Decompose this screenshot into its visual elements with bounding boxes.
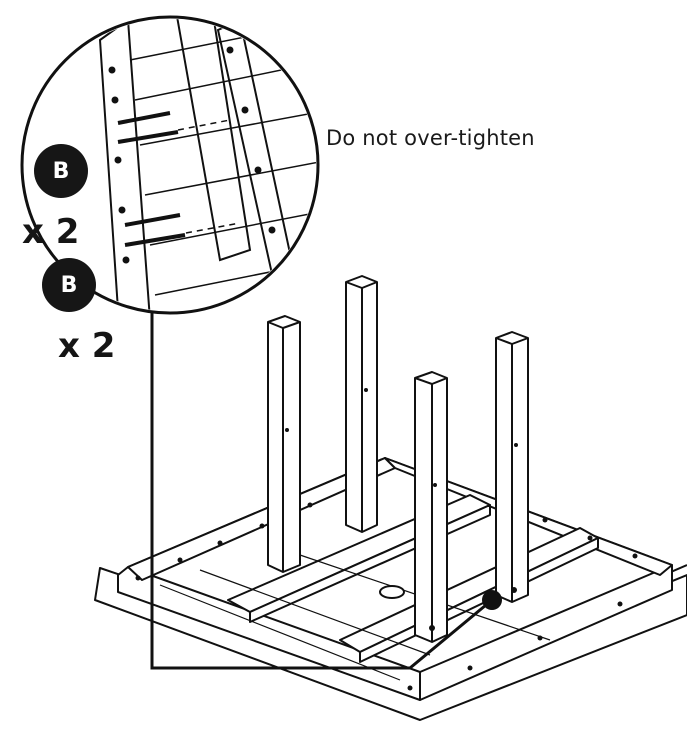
quantity-label: x 2 [58, 326, 116, 366]
quantity-label: x 2 [22, 212, 80, 252]
frame-front-right [419, 564, 673, 701]
leg-2 [345, 275, 378, 533]
part-badge: B [42, 258, 96, 312]
leg-1 [267, 315, 301, 573]
leader-line [150, 306, 493, 670]
detail-magnifier [20, 15, 320, 315]
leg-3 [414, 371, 448, 643]
part-badge: B [34, 144, 88, 198]
leg-4 [495, 331, 529, 603]
note-text: Do not over-tighten [326, 126, 535, 150]
